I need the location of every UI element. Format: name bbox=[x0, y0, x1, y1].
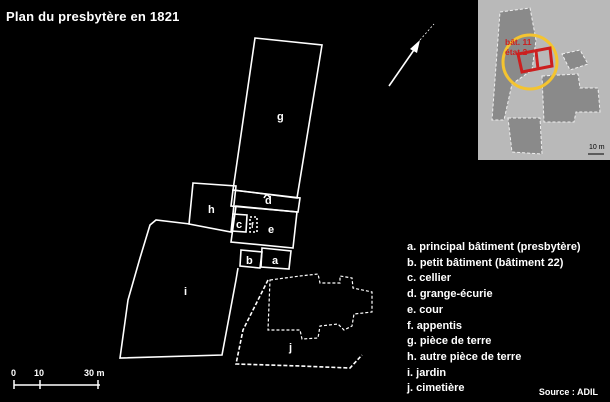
inset-east-block bbox=[561, 49, 589, 71]
north-arrow bbox=[388, 23, 435, 87]
label-b: b bbox=[246, 255, 253, 267]
plot-h bbox=[188, 182, 237, 233]
legend-item-g: g. pièce de terre bbox=[407, 335, 492, 348]
label-d: d bbox=[265, 195, 272, 207]
church-outline bbox=[267, 273, 373, 340]
label-g: g bbox=[277, 111, 284, 123]
legend-item-f: f. appentis bbox=[407, 319, 463, 332]
scale-label-0: 0 bbox=[11, 368, 17, 378]
legend: a. principal bâtiment (presbytère) b. pe… bbox=[407, 240, 581, 397]
inset-label-line1: bât. 11 bbox=[505, 37, 532, 47]
plot-f bbox=[249, 216, 258, 233]
scale-label-10: 10 bbox=[34, 368, 45, 378]
legend-item-i: i. jardin bbox=[407, 366, 447, 379]
plot-d bbox=[230, 189, 301, 213]
legend-item-a: a. principal bâtiment (presbytère) bbox=[407, 241, 581, 253]
inset-label-line2: état 2 bbox=[505, 47, 528, 57]
location-inset-map bbox=[478, 0, 610, 160]
scale-bar bbox=[13, 380, 100, 389]
scale-label-30: 30 m bbox=[84, 368, 105, 378]
legend-item-b: b. petit bâtiment (bâtiment 22) bbox=[407, 256, 564, 269]
inset-church-block bbox=[541, 73, 601, 123]
label-e: e bbox=[268, 224, 274, 236]
inset-building-label: bât. 11 état 2 bbox=[505, 37, 531, 57]
inset-highlighted-building bbox=[516, 46, 554, 74]
label-h: h bbox=[208, 204, 215, 216]
source-credit: Source : ADIL bbox=[538, 387, 598, 397]
inset-scale-label: 10 m bbox=[589, 144, 605, 151]
label-i: i bbox=[184, 286, 187, 298]
map-title: Plan du presbytère en 1821 bbox=[6, 9, 180, 24]
label-a: a bbox=[272, 255, 279, 267]
label-f: f bbox=[251, 221, 254, 230]
label-j: j bbox=[288, 342, 292, 354]
inset-south-block bbox=[507, 117, 543, 155]
plot-b bbox=[239, 249, 263, 269]
legend-item-d: d. grange-écurie bbox=[407, 288, 493, 301]
plot-i bbox=[119, 219, 239, 359]
legend-item-h: h. autre pièce de terre bbox=[407, 350, 522, 363]
plot-c bbox=[231, 213, 248, 233]
legend-item-j: j. cimetière bbox=[407, 382, 465, 395]
legend-item-c: c. cellier bbox=[407, 272, 452, 285]
plot-j bbox=[235, 279, 363, 369]
inset-highlight-circle bbox=[501, 33, 559, 91]
plot-d-arch bbox=[263, 194, 271, 199]
plot-a bbox=[260, 247, 292, 270]
inset-drawing bbox=[491, 7, 604, 155]
label-c: c bbox=[236, 219, 242, 231]
legend-item-e: e. cour bbox=[407, 303, 444, 316]
